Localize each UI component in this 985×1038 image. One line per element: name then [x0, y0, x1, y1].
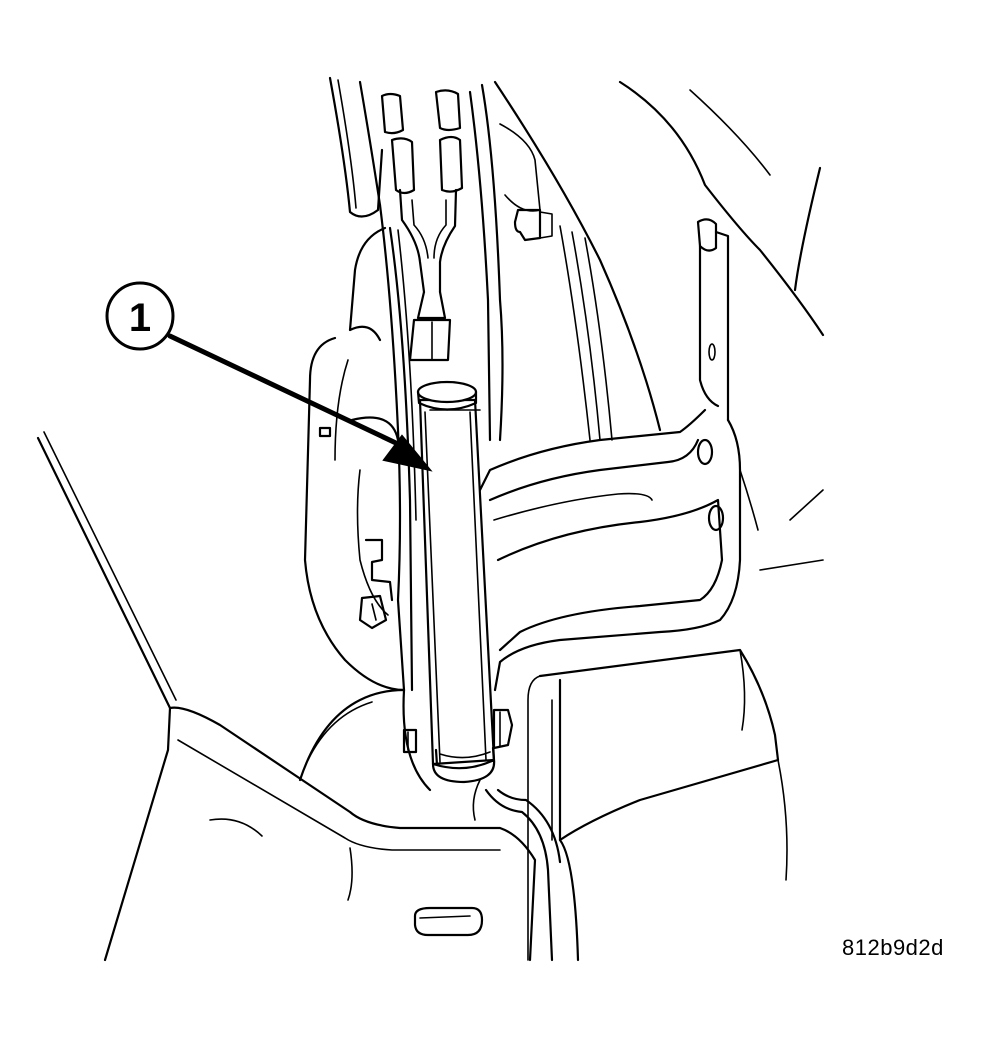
figure-code: 812b9d2d: [842, 935, 944, 960]
callout-number: 1: [129, 296, 151, 340]
callout-circle: [105, 281, 175, 351]
hinge-pin: [416, 380, 496, 784]
door-hinge-bracket: [298, 218, 759, 962]
callout-leader-line: [167, 333, 401, 447]
vehicle-body-frame: [36, 80, 825, 962]
callout-arrowhead: [382, 434, 433, 472]
door-edge-assembly: [303, 76, 662, 692]
callout-1: 1: [105, 281, 433, 472]
